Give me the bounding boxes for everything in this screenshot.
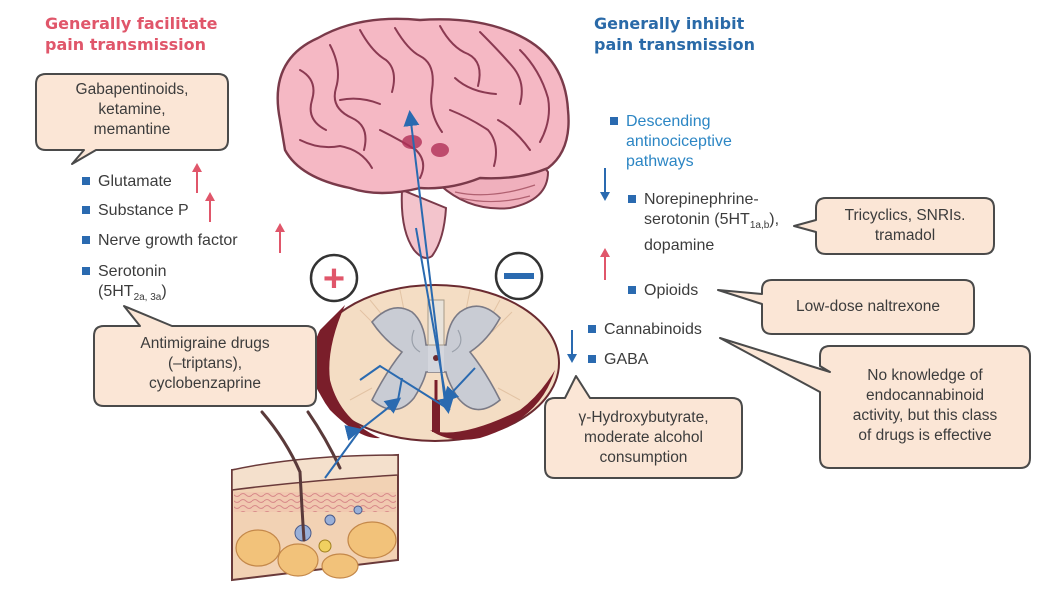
- list-item-descending-pathways: Descending antinociceptive pathways: [610, 112, 732, 172]
- plus-sign-circle: +: [311, 255, 357, 301]
- plus-sign: +: [323, 258, 345, 300]
- naltrexone-text: Low-dose naltrexone: [762, 297, 974, 317]
- tricyclics-text: Tricyclics, SNRIs. tramadol: [816, 206, 994, 246]
- list-item-serotonin: Serotonin (5HT2a, 3a): [82, 262, 167, 308]
- endocannabinoid-text: No knowledge of endocannabinoid activity…: [820, 366, 1030, 446]
- facilitate-header-line2: pain transmission: [45, 34, 218, 55]
- skin-cross-section: [232, 455, 398, 580]
- list-item-substance-p: Substance P: [82, 201, 189, 221]
- bullet-icon: [82, 177, 90, 185]
- minus-sign-circle: [496, 253, 542, 299]
- bullet-icon: [82, 236, 90, 244]
- hydroxybutyrate-text: γ-Hydroxybutyrate, moderate alcohol cons…: [545, 408, 742, 468]
- list-item-nerve-growth-factor: Nerve growth factor: [82, 231, 238, 251]
- list-item-gaba: GABA: [588, 350, 648, 370]
- bullet-icon: [610, 117, 618, 125]
- bullet-icon: [82, 206, 90, 214]
- list-item-glutamate: Glutamate: [82, 172, 172, 192]
- antimigraine-text: Antimigraine drugs (–triptans), cycloben…: [94, 334, 316, 394]
- list-item-cannabinoids: Cannabinoids: [588, 320, 702, 340]
- inhibit-header-line2: pain transmission: [594, 34, 755, 55]
- bullet-icon: [82, 267, 90, 275]
- bullet-icon: [628, 286, 636, 294]
- bullet-icon: [588, 325, 596, 333]
- facilitate-header-line1: Generally facilitate: [45, 13, 218, 34]
- inhibit-header-line1: Generally inhibit: [594, 13, 755, 34]
- inhibit-header: Generally inhibit pain transmission: [594, 13, 755, 55]
- bullet-icon: [628, 195, 636, 203]
- list-item-opioids: Opioids: [628, 281, 698, 301]
- gabapentinoids-text: Gabapentinoids, ketamine, memantine: [36, 80, 228, 140]
- facilitate-header: Generally facilitate pain transmission: [45, 13, 218, 55]
- list-item-norepinephrine: Norepinephrine- serotonin (5HT1a,b), dop…: [628, 190, 779, 256]
- bullet-icon: [588, 355, 596, 363]
- spinal-cord-cross-section: [311, 285, 559, 441]
